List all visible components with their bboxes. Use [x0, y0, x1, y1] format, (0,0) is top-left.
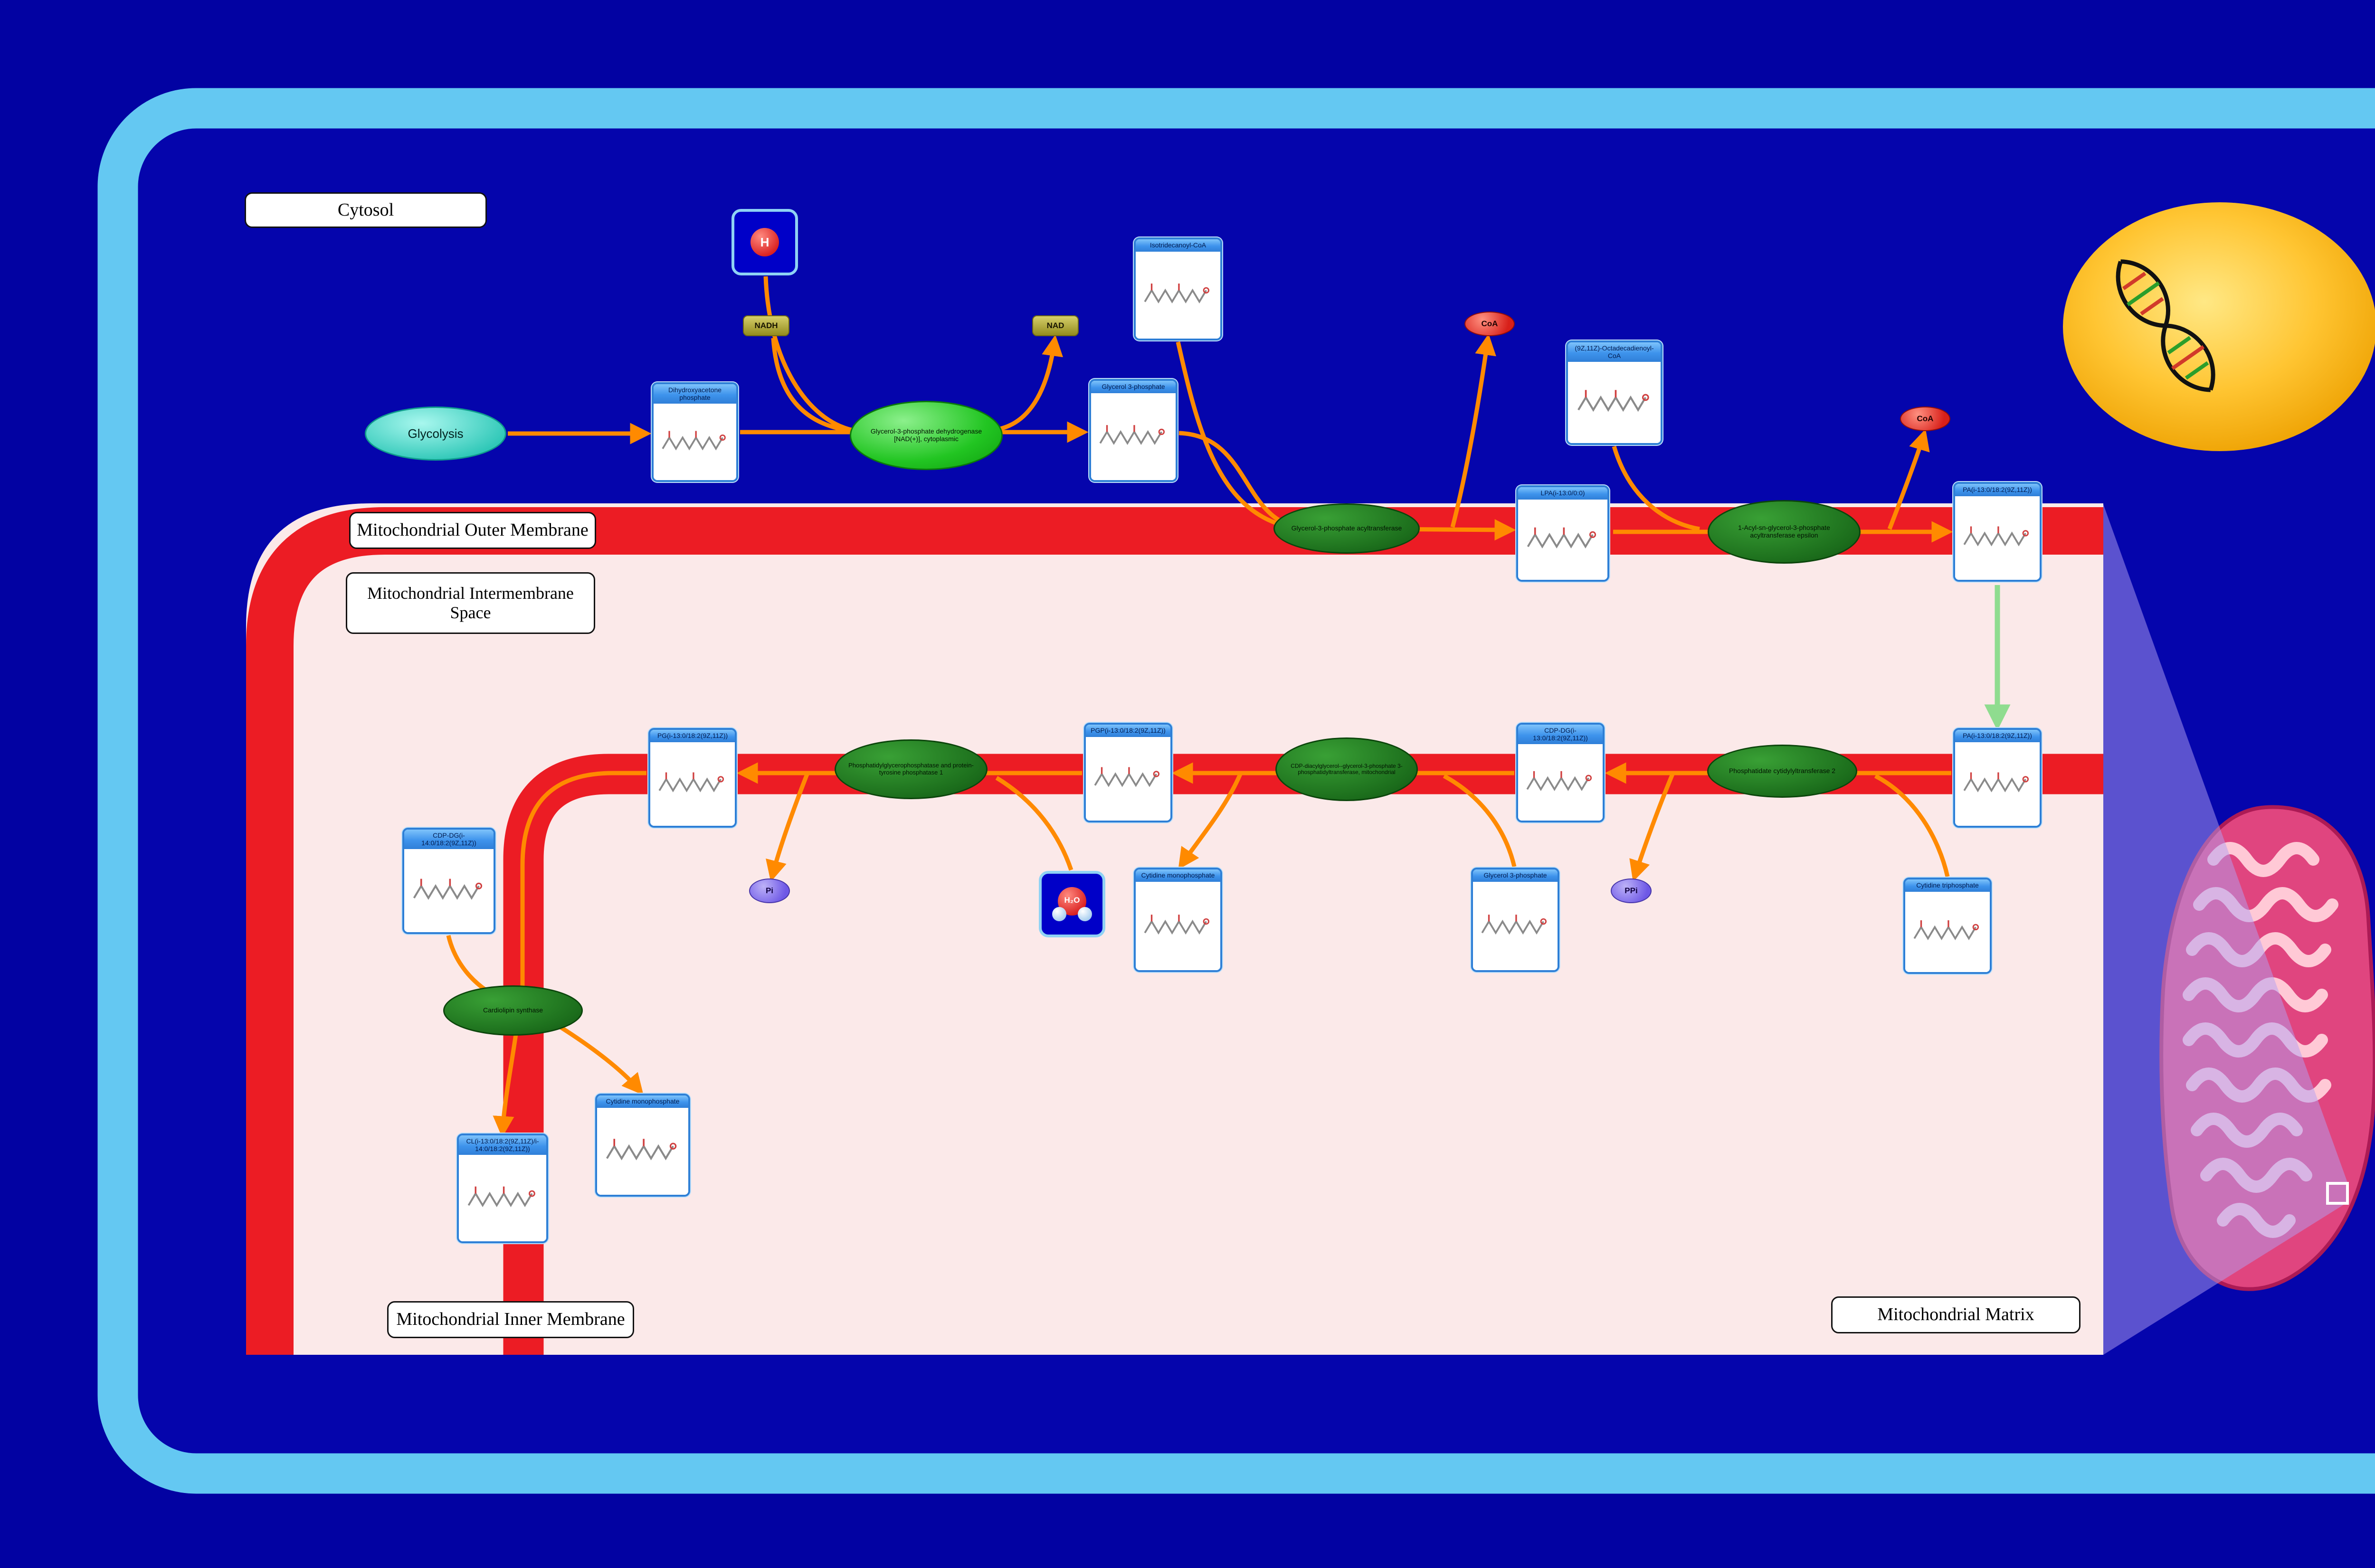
- molecule-structure-icon: [1518, 744, 1603, 821]
- metabolite-cdp-dg-14[interactable]: CDP-DG(i-14:0/18:2(9Z,11Z)): [402, 828, 495, 934]
- molecule-structure-icon: [1518, 499, 1607, 580]
- molecule-structure-icon: [597, 1107, 688, 1195]
- cofactor-pi[interactable]: Pi: [749, 878, 790, 903]
- metabolite-cardiolipin[interactable]: CL(i-13:0/18:2(9Z,11Z)/i-14:0/18:2(9Z,11…: [457, 1133, 548, 1243]
- zoom-target-square: [2326, 1182, 2349, 1205]
- cofactor-nadh[interactable]: NADH: [743, 315, 789, 336]
- metabolite-label: Cytidine monophosphate: [597, 1096, 688, 1108]
- metabolite-label: Dihydroxyacetone phosphate: [654, 384, 736, 404]
- metabolite-label: PGP(i-13:0/18:2(9Z,11Z)): [1086, 725, 1170, 737]
- metabolite-label: Glycerol 3-phosphate: [1473, 869, 1558, 882]
- molecule-structure-icon: [1136, 881, 1220, 970]
- metabolite-cytidine-triphosphate[interactable]: Cytidine triphosphate: [1903, 878, 1992, 974]
- enzyme-label: Phosphatidate cytidylyltransferase 2: [1729, 767, 1836, 775]
- metabolite-label: Glycerol 3-phosphate: [1091, 381, 1176, 393]
- molecule-structure-icon: [1905, 891, 1990, 972]
- metabolite-cdp-dg-13[interactable]: CDP-DG(i-13:0/18:2(9Z,11Z)): [1516, 723, 1605, 822]
- metabolite-label: (9Z,11Z)-Octadecadienoyl-CoA: [1568, 342, 1661, 362]
- metabolite-octadecadienoyl-coa[interactable]: (9Z,11Z)-Octadecadienoyl-CoA: [1566, 340, 1662, 445]
- label-cytosol: Cytosol: [245, 192, 487, 228]
- enzyme-label: 1-Acyl-sn-glycerol-3-phosphate acyltrans…: [1738, 524, 1830, 539]
- cofactor-proton-box[interactable]: H: [732, 209, 798, 275]
- proton-icon: H: [750, 228, 779, 256]
- enzyme-agpat-epsilon[interactable]: 1-Acyl-sn-glycerol-3-phosphate acyltrans…: [1708, 500, 1861, 564]
- metabolite-label: Cytidine monophosphate: [1136, 869, 1220, 882]
- molecule-structure-icon: [654, 404, 736, 480]
- enzyme-label: CDP-diacylglycerol--glycerol-3-phosphate…: [1291, 762, 1403, 775]
- enzyme-phosphatidate-cytidylyltransferase-2[interactable]: Phosphatidate cytidylyltransferase 2: [1707, 745, 1857, 798]
- molecule-structure-icon: [1473, 881, 1558, 970]
- molecule-structure-icon: [459, 1155, 546, 1241]
- molecule-structure-icon: [1955, 496, 2040, 580]
- water-molecule-icon: H₂O: [1050, 882, 1094, 926]
- molecule-structure-icon: [1955, 742, 2040, 826]
- metabolite-pg[interactable]: PG(i-13:0/18:2(9Z,11Z)): [648, 728, 737, 828]
- molecule-structure-icon: [1568, 362, 1661, 443]
- molecule-structure-icon: [1136, 251, 1220, 339]
- metabolite-label: PG(i-13:0/18:2(9Z,11Z)): [650, 730, 735, 742]
- zoom-wedge: [2103, 504, 2349, 1355]
- nucleus-illustration: [2063, 202, 2375, 451]
- dna-icon: [2116, 259, 2215, 392]
- label-intermembrane-space: Mitochondrial Intermembrane Space: [346, 572, 595, 634]
- pathway-label: Glycolysis: [408, 426, 464, 441]
- enzyme-phosphatidylglycerophosphatase[interactable]: Phosphatidylglycerophosphatase and prote…: [835, 739, 988, 799]
- metabolite-label: LPA(i-13:0/0:0): [1518, 487, 1607, 500]
- enzyme-cdp-dag-g3p-phosphatidyltransferase[interactable]: CDP-diacylglycerol--glycerol-3-phosphate…: [1275, 737, 1418, 801]
- metabolite-pgp[interactable]: PGP(i-13:0/18:2(9Z,11Z)): [1084, 723, 1172, 822]
- enzyme-label: Glycerol-3-phosphate dehydrogenase [NAD(…: [870, 427, 982, 443]
- enzyme-label: Phosphatidylglycerophosphatase and prote…: [848, 762, 974, 776]
- cofactor-ppi[interactable]: PPi: [1611, 878, 1652, 903]
- hydrogen-atom-icon: [1052, 907, 1066, 921]
- label-outer-membrane: Mitochondrial Outer Membrane: [349, 512, 596, 549]
- metabolite-cytidine-monophosphate-2[interactable]: Cytidine monophosphate: [595, 1094, 690, 1197]
- enzyme-glycerol-3-phosphate-acyltransferase[interactable]: Glycerol-3-phosphate acyltransferase: [1273, 503, 1420, 554]
- label-matrix: Mitochondrial Matrix: [1831, 1296, 2080, 1333]
- metabolite-lpa[interactable]: LPA(i-13:0/0:0): [1516, 485, 1609, 582]
- enzyme-cardiolipin-synthase[interactable]: Cardiolipin synthase: [443, 985, 583, 1036]
- enzyme-glycerol-3-phosphate-dehydrogenase[interactable]: Glycerol-3-phosphate dehydrogenase [NAD(…: [850, 401, 1003, 470]
- metabolite-glycerol-3-phosphate-matrix[interactable]: Glycerol 3-phosphate: [1471, 868, 1559, 972]
- metabolite-label: Isotridecanoyl-CoA: [1136, 239, 1220, 252]
- metabolite-label: CDP-DG(i-13:0/18:2(9Z,11Z)): [1518, 725, 1603, 745]
- enzyme-label: Cardiolipin synthase: [483, 1006, 543, 1014]
- metabolite-pa-inner-membrane[interactable]: PA(i-13:0/18:2(9Z,11Z)): [1953, 728, 2042, 828]
- water-label: H₂O: [1064, 896, 1080, 905]
- cofactor-coa-1[interactable]: CoA: [1464, 312, 1515, 336]
- metabolite-label: CDP-DG(i-14:0/18:2(9Z,11Z)): [404, 830, 494, 850]
- metabolite-pa-outer-membrane[interactable]: PA(i-13:0/18:2(9Z,11Z)): [1953, 482, 2042, 582]
- metabolite-label: PA(i-13:0/18:2(9Z,11Z)): [1955, 484, 2040, 496]
- metabolite-label: PA(i-13:0/18:2(9Z,11Z)): [1955, 730, 2040, 742]
- molecule-structure-icon: [650, 742, 735, 826]
- metabolite-isotridecanoyl-coa[interactable]: Isotridecanoyl-CoA: [1134, 237, 1222, 340]
- metabolite-label: CL(i-13:0/18:2(9Z,11Z)/i-14:0/18:2(9Z,11…: [459, 1135, 546, 1155]
- molecule-structure-icon: [404, 849, 494, 932]
- hydrogen-atom-icon: [1078, 907, 1092, 921]
- enzyme-label: Glycerol-3-phosphate acyltransferase: [1291, 524, 1402, 532]
- pathway-node-glycolysis[interactable]: Glycolysis: [365, 406, 506, 461]
- metabolite-dihydroxyacetone-phosphate[interactable]: Dihydroxyacetone phosphate: [652, 382, 738, 482]
- metabolite-cytidine-monophosphate-1[interactable]: Cytidine monophosphate: [1134, 868, 1222, 972]
- cofactor-water-box[interactable]: H₂O: [1039, 871, 1105, 937]
- cofactor-coa-2[interactable]: CoA: [1900, 406, 1950, 431]
- metabolite-label: Cytidine triphosphate: [1905, 879, 1990, 892]
- molecule-structure-icon: [1086, 737, 1170, 821]
- cofactor-nad[interactable]: NAD: [1032, 315, 1079, 336]
- molecule-structure-icon: [1091, 393, 1176, 480]
- metabolite-glycerol-3-phosphate[interactable]: Glycerol 3-phosphate: [1089, 379, 1178, 482]
- label-inner-membrane: Mitochondrial Inner Membrane: [387, 1301, 634, 1338]
